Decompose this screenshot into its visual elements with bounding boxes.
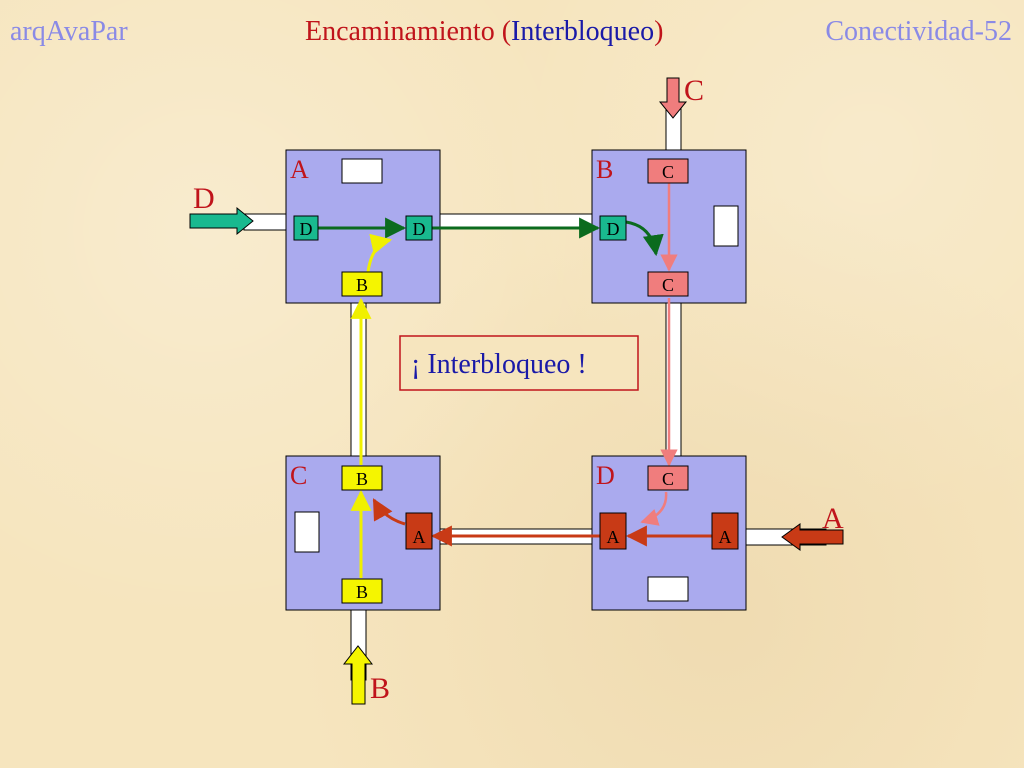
source-A-label: A	[822, 502, 844, 535]
buffer-C-right-A	[405, 512, 433, 550]
flow-arrows	[318, 183, 712, 578]
buffer-B-top-C	[647, 158, 689, 184]
buffer-D-top-C	[647, 465, 689, 491]
slide-number: Conectividad-52	[825, 16, 1012, 47]
slide-title-close: )	[654, 16, 664, 47]
source-D-arrow-icon	[189, 206, 254, 236]
node-B-label: B	[596, 155, 613, 184]
source-D: D	[189, 182, 254, 236]
source-B: B	[342, 645, 390, 705]
buffer-C-bot-B	[341, 578, 383, 604]
buffer-B-bot-C	[647, 271, 689, 297]
buffer-C-top-B	[341, 465, 383, 491]
buffer-A-in-D-label: D	[300, 219, 313, 239]
buffer-B-in-D	[599, 215, 627, 241]
arrow-D-turn-node-B	[625, 220, 664, 257]
source-C: C	[658, 74, 704, 119]
buffer-D-top-C-label: C	[662, 469, 674, 489]
source-B-arrow-icon	[342, 645, 374, 705]
buffer-D-right-A-label: A	[719, 527, 732, 547]
buffer-C-top-B-label: B	[356, 469, 368, 489]
occupied-buffers: D D B C D C B A B C A A	[293, 158, 739, 604]
node-B-empty-buffer	[713, 205, 739, 247]
deadlock-callout-text: ¡ Interbloqueo !	[411, 349, 587, 380]
source-B-label: B	[370, 672, 390, 705]
buffer-D-left-A-label: A	[607, 527, 620, 547]
buffer-C-right-A-label: A	[413, 527, 426, 547]
buffer-A-out-D	[405, 215, 433, 241]
node-A-label: A	[290, 155, 309, 184]
slide-title-main: Encaminamiento (	[305, 16, 512, 47]
node-A-empty-buffer	[341, 158, 383, 184]
arrow-C-turn-node-D	[640, 491, 668, 526]
buffer-B-in-D-label: D	[607, 219, 620, 239]
deadlock-callout: ¡ Interbloqueo !	[399, 335, 639, 391]
slide-title: Encaminamiento (Interbloqueo)	[305, 14, 663, 50]
buffer-A-out-D-label: D	[413, 219, 426, 239]
buffer-B-bot-C-label: C	[662, 275, 674, 295]
source-D-label: D	[193, 182, 215, 215]
source-C-arrow-icon	[658, 77, 688, 119]
buffer-C-bot-B-label: B	[356, 582, 368, 602]
source-C-label: C	[684, 74, 704, 107]
buffer-B-top-C-label: C	[662, 162, 674, 182]
slide-header: arqAvaPar Encaminamiento (Interbloqueo) …	[0, 0, 1024, 60]
buffer-A-in-D	[293, 215, 319, 241]
buffer-A-B	[341, 271, 383, 297]
node-C-label: C	[290, 461, 307, 490]
source-A: A	[781, 502, 844, 551]
deadlock-callout-box	[399, 335, 639, 391]
source-A-arrow-icon	[781, 523, 844, 551]
node-C-empty-buffer	[294, 511, 320, 553]
channel-A-C	[350, 302, 367, 457]
buffer-A-B-label: B	[356, 275, 368, 295]
arrow-B-turn-node-A	[366, 233, 393, 273]
buffer-D-right-A	[711, 512, 739, 550]
arrow-A-turn-node-C	[372, 498, 406, 526]
course-label: arqAvaPar	[10, 16, 128, 47]
slide-title-accent: Interbloqueo	[511, 16, 655, 47]
buffer-D-left-A	[599, 512, 627, 550]
node-D-empty-buffer	[647, 576, 689, 602]
node-D-label: D	[596, 461, 615, 490]
